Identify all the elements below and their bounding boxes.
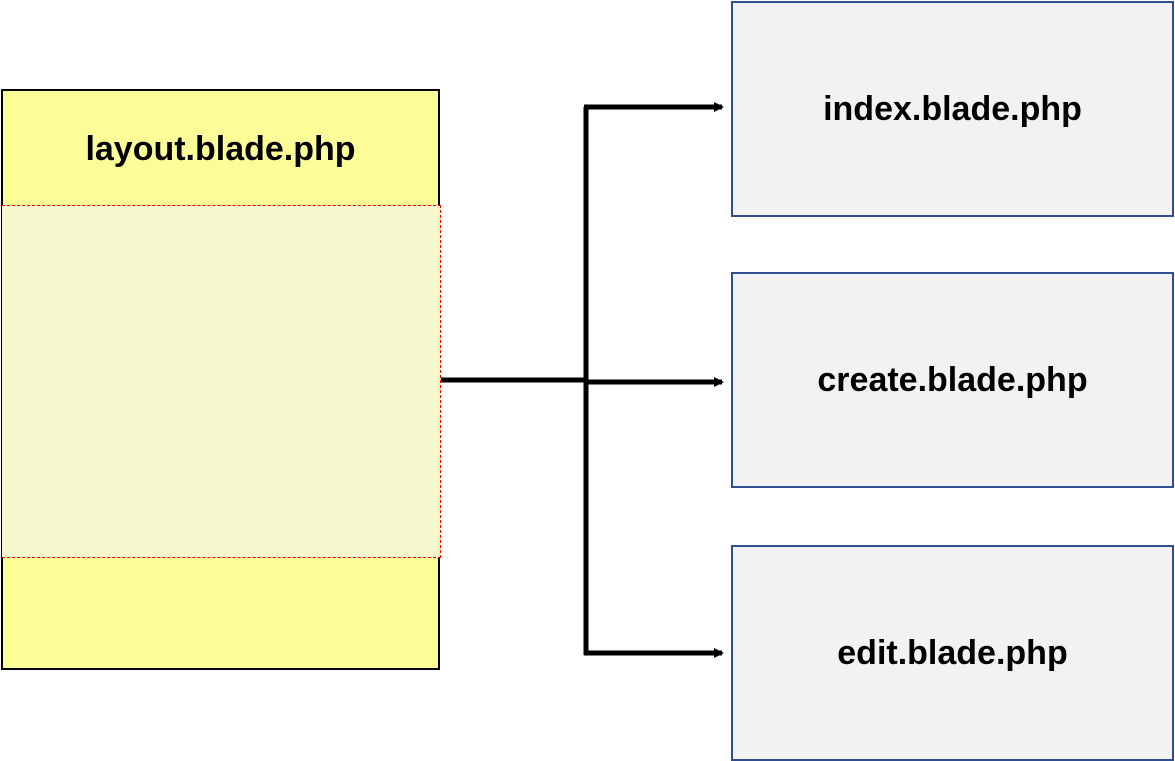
- layout-file-box: layout.blade.php: [1, 89, 441, 670]
- view-box-edit: edit.blade.php: [731, 545, 1174, 761]
- content-section-slot: [2, 205, 441, 558]
- view-box-create: create.blade.php: [731, 272, 1174, 488]
- layout-file-title: layout.blade.php: [85, 129, 356, 168]
- view-box-index: index.blade.php: [731, 1, 1174, 217]
